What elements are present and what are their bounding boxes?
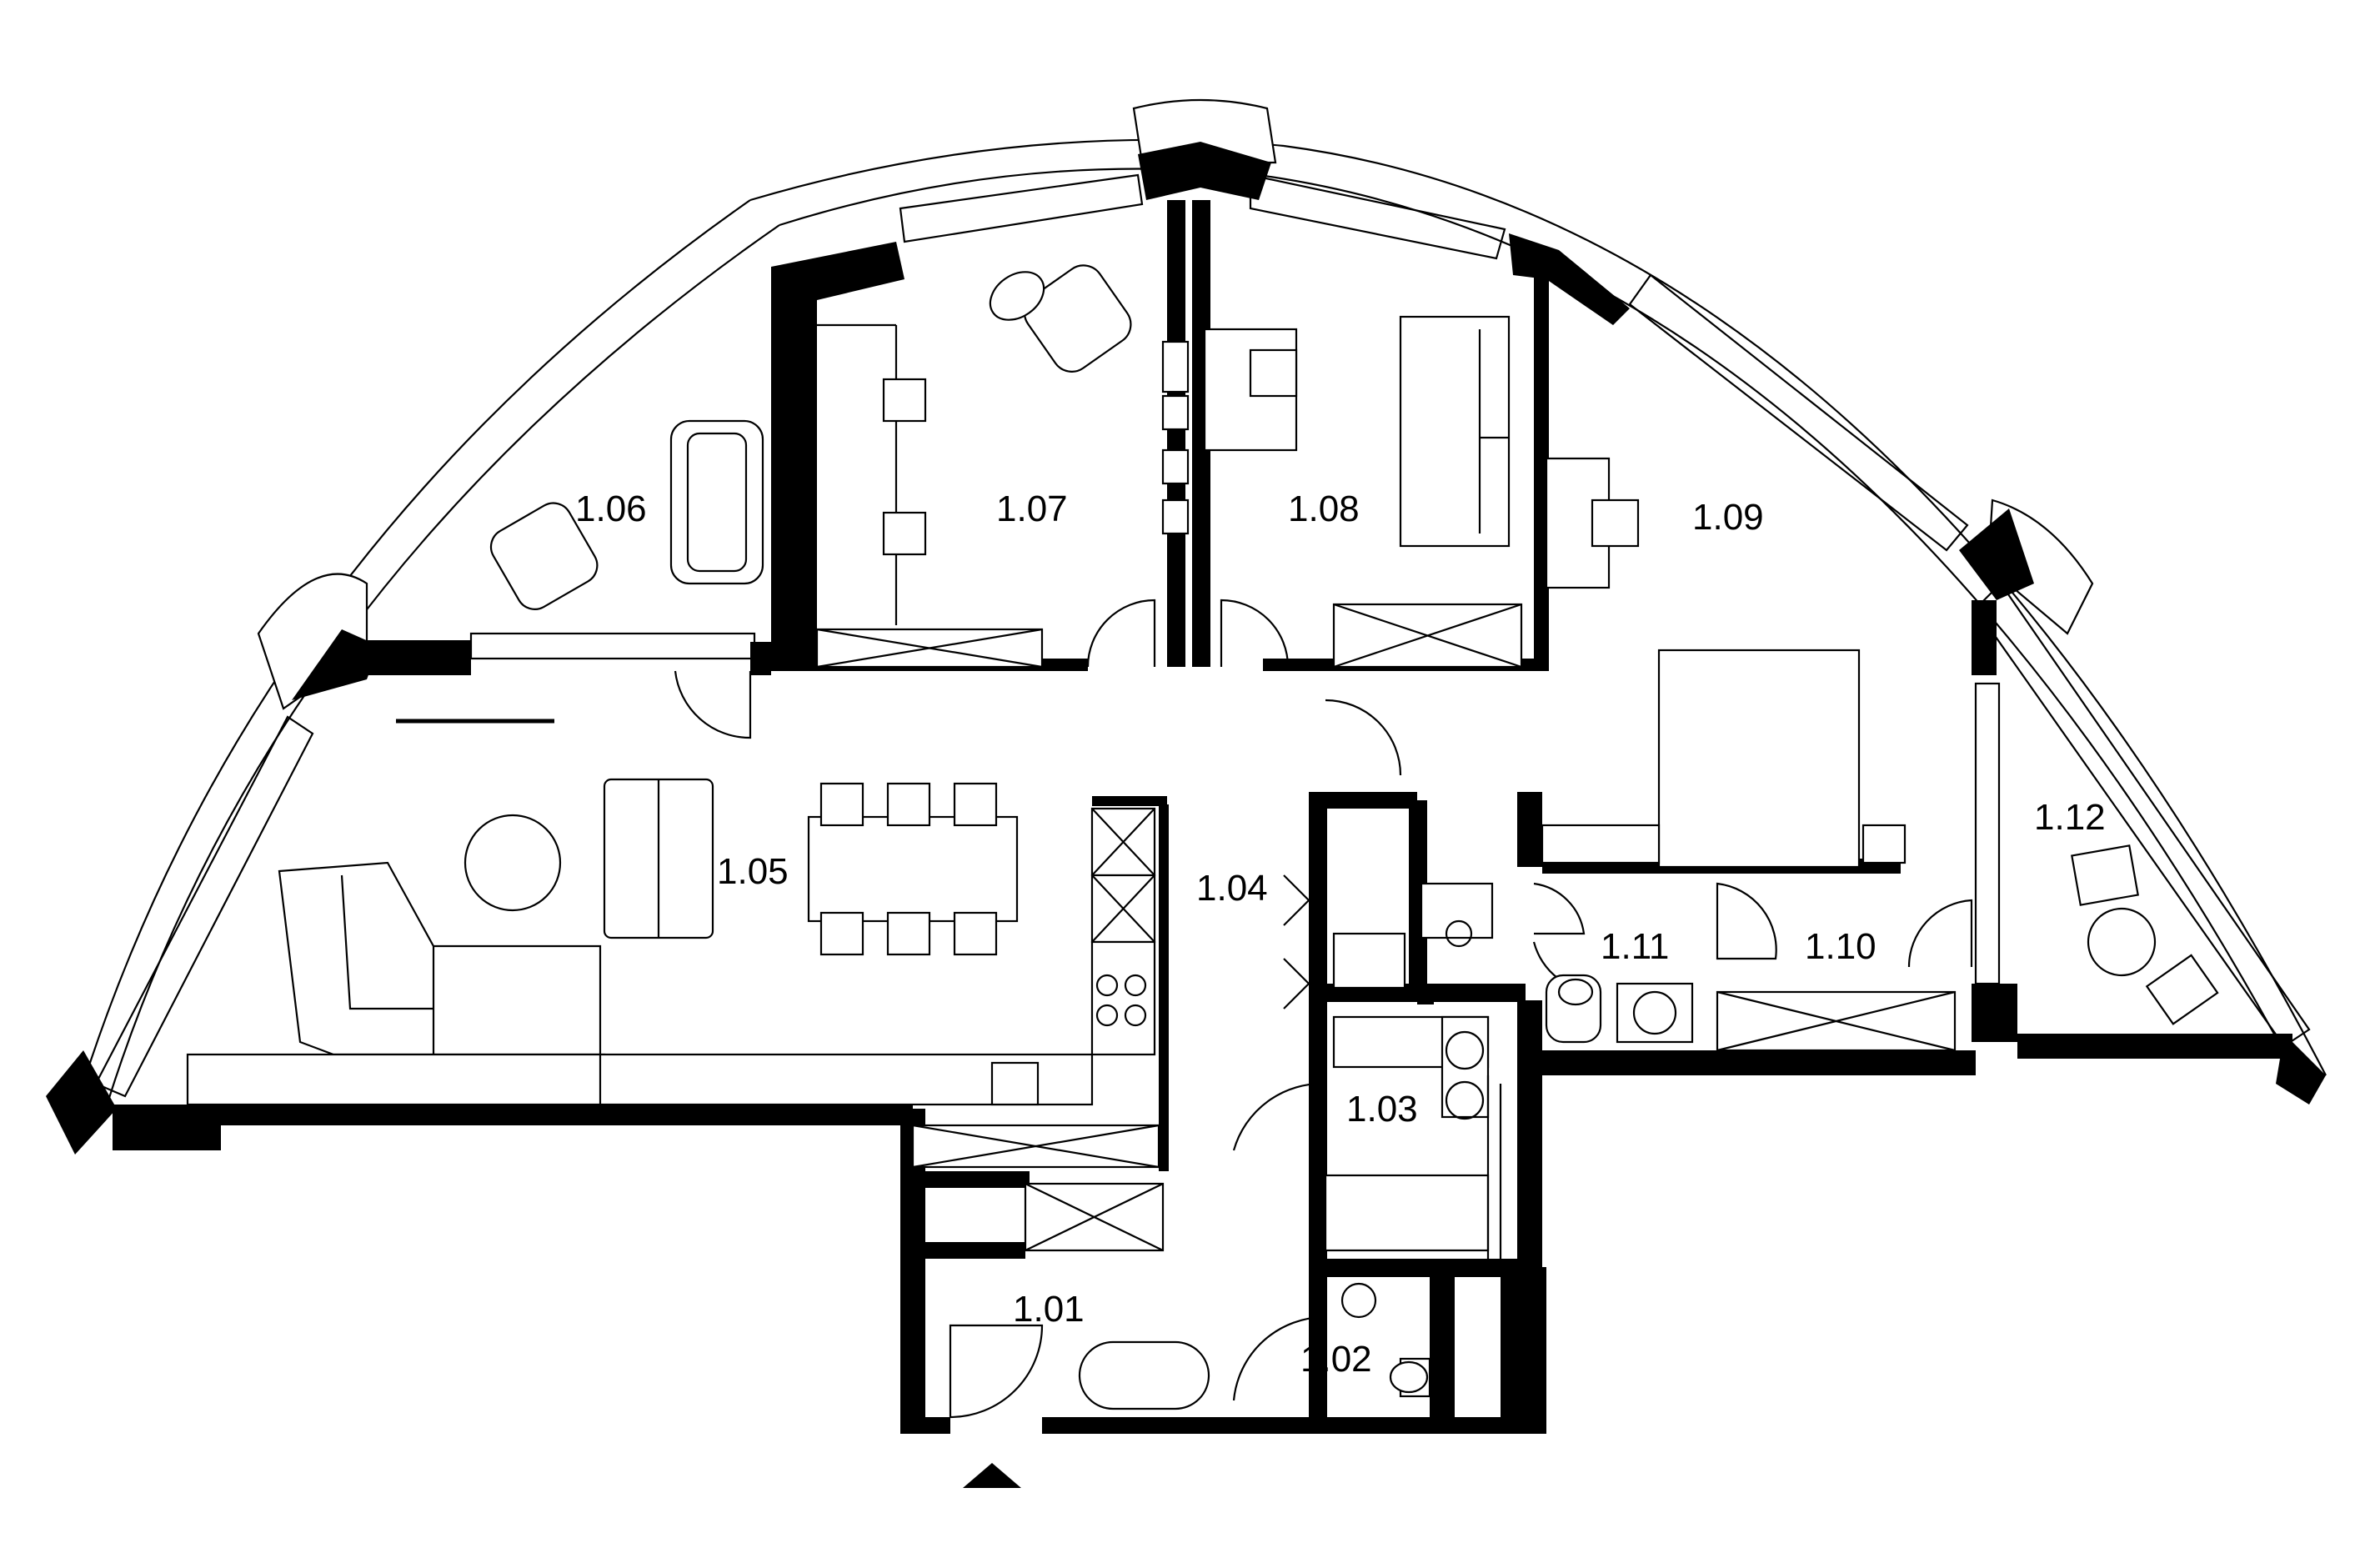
- facade-arcs: [78, 138, 2327, 1101]
- room-label-1-04: 1.04: [1196, 868, 1268, 909]
- room-label-1-07: 1.07: [996, 488, 1068, 529]
- room-label-1-02: 1.02: [1300, 1339, 1372, 1380]
- room-label-1-03: 1.03: [1346, 1089, 1418, 1130]
- furniture-1-11: [1420, 882, 1694, 1044]
- room-label-1-11: 1.11: [1601, 926, 1669, 967]
- walls: [46, 142, 2326, 1434]
- furniture-1-12: [2071, 844, 2219, 1025]
- furniture-1-07: [815, 264, 1132, 669]
- entrance-marker-icon: [963, 1463, 1021, 1488]
- room-labels: 1.01 1.02 1.03 1.04 1.05 1.06 1.07 1.08 …: [575, 488, 2106, 1380]
- room-label-1-05: 1.05: [717, 851, 789, 892]
- room-label-1-08: 1.08: [1288, 488, 1360, 529]
- furniture-core: [1024, 932, 1502, 1410]
- furniture-1-06: [489, 419, 764, 610]
- room-label-1-06: 1.06: [575, 488, 647, 529]
- furniture-1-05: [186, 719, 1160, 1169]
- furniture-1-08: [1161, 315, 1523, 669]
- doors: [674, 599, 1973, 1419]
- room-label-1-01: 1.01: [1013, 1289, 1085, 1330]
- room-label-1-12: 1.12: [2034, 797, 2106, 838]
- furniture-1-09: [1541, 457, 1957, 1052]
- room-label-1-09: 1.09: [1692, 497, 1764, 538]
- room-label-1-10: 1.10: [1805, 926, 1876, 967]
